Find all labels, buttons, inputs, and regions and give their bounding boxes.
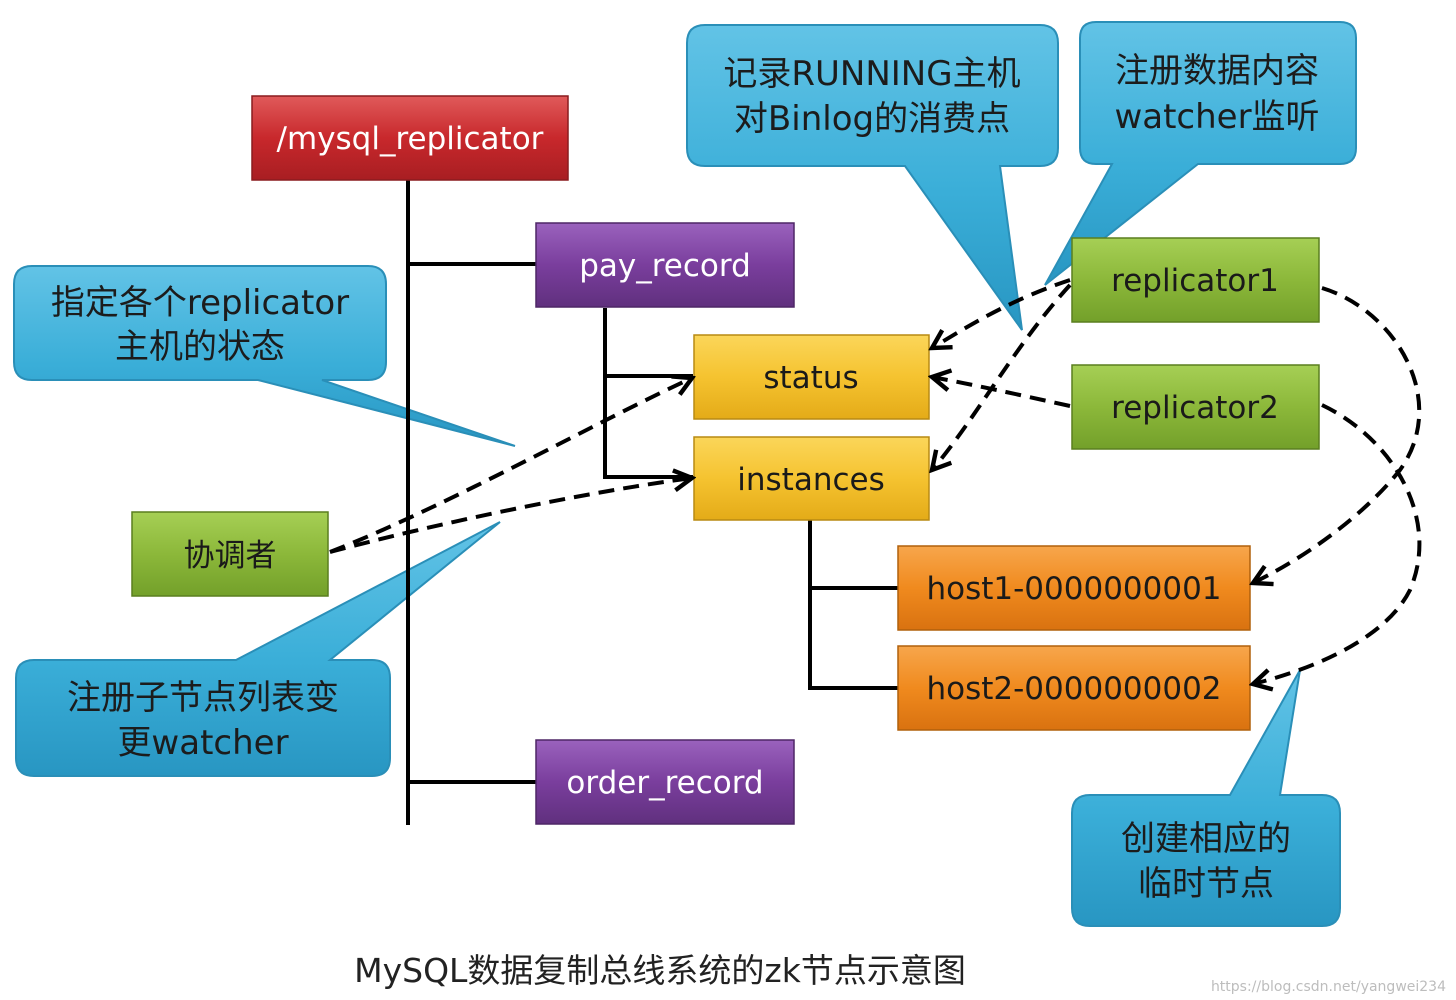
node-coordinator: 协调者 — [131, 511, 329, 597]
node-instances: instances — [693, 436, 930, 521]
callout-temp-node: 创建相应的 临时节点 — [1071, 669, 1341, 927]
node-order-record-label: order_record — [566, 765, 763, 801]
arrow-rep1-instances — [932, 283, 1072, 470]
link-pay-instances — [603, 308, 693, 479]
callout-child-line2: 更watcher — [117, 723, 288, 763]
callout-running-line2: 对Binlog的消费点 — [734, 99, 1010, 139]
node-instances-label: instances — [737, 462, 884, 498]
node-root: /mysql_replicator — [251, 95, 569, 181]
node-status: status — [693, 334, 930, 420]
callout-temp-line2: 临时节点 — [1138, 864, 1274, 904]
node-replicator1: replicator1 — [1071, 237, 1320, 323]
node-replicator2-label: replicator2 — [1111, 390, 1279, 426]
callout-child-line1: 注册子节点列表变 — [67, 678, 339, 718]
callout-register-line2: watcher监听 — [1114, 97, 1319, 137]
node-pay-record-label: pay_record — [579, 248, 751, 284]
callout-child-watch: 注册子节点列表变 更watcher — [15, 521, 501, 777]
diagram-caption: MySQL数据复制总线系统的zk节点示意图 — [354, 951, 966, 990]
callout-status-line2: 主机的状态 — [115, 327, 285, 367]
callout-status-line1: 指定各个replicator — [51, 283, 349, 323]
watermark: https://blog.csdn.net/yangwei234 — [1211, 979, 1446, 995]
callout-temp-line1: 创建相应的 — [1121, 819, 1291, 859]
node-coordinator-label: 协调者 — [184, 538, 277, 574]
tree-connectors — [406, 180, 898, 825]
arrow-rep1-host1 — [1253, 286, 1422, 583]
node-replicator2: replicator2 — [1071, 364, 1320, 450]
node-root-label: /mysql_replicator — [277, 121, 544, 157]
callout-register-data: 注册数据内容 watcher监听 — [1044, 21, 1357, 286]
arrow-rep2-host2 — [1253, 403, 1422, 684]
node-host2: host2-0000000002 — [897, 645, 1251, 731]
node-status-label: status — [763, 360, 858, 396]
node-host1-label: host1-0000000001 — [926, 571, 1221, 607]
callout-status-desc: 指定各个replicator 主机的状态 — [13, 265, 516, 447]
callout-running: 记录RUNNING主机 对Binlog的消费点 — [686, 24, 1059, 331]
node-pay-record: pay_record — [535, 222, 795, 308]
arrow-rep2-status — [932, 377, 1071, 408]
callout-register-line1: 注册数据内容 — [1115, 51, 1319, 91]
arrow-rep1-status — [932, 278, 1071, 348]
link-instances-host2 — [808, 520, 898, 690]
watch-arrows — [329, 278, 1422, 684]
node-host2-label: host2-0000000002 — [926, 671, 1221, 707]
node-replicator1-label: replicator1 — [1111, 263, 1279, 299]
arrow-coordinator-status — [329, 378, 692, 554]
node-order-record: order_record — [535, 739, 795, 825]
node-host1: host1-0000000001 — [897, 545, 1251, 631]
callout-running-line1: 记录RUNNING主机 — [723, 54, 1020, 94]
arrow-coordinator-instances — [329, 478, 692, 554]
